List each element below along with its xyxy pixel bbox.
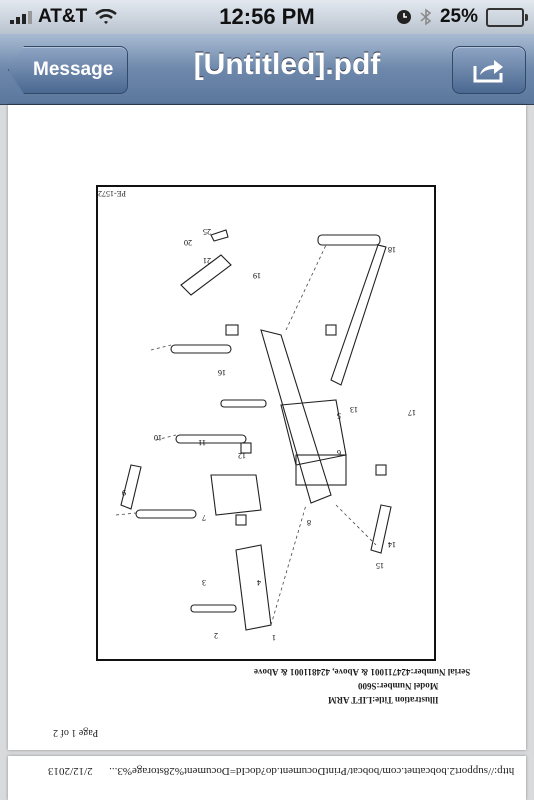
part-number-callout: 13 <box>350 405 358 414</box>
part-number-callout: 15 <box>376 561 384 570</box>
part-number-callout: 18 <box>388 245 396 254</box>
part-number-callout: 1 <box>272 633 276 642</box>
signal-bars-icon <box>10 10 32 24</box>
part-number-callout: 10 <box>154 433 162 442</box>
carrier-group: AT&T <box>10 6 118 28</box>
part-number-callout: 25 <box>203 227 211 236</box>
share-button[interactable] <box>452 46 526 94</box>
part-number-callout: 7 <box>202 513 206 522</box>
part-number-callout: 4 <box>257 578 261 587</box>
footer-date: 2/12/2013 <box>48 765 93 777</box>
wifi-icon <box>95 9 118 24</box>
part-number-callout: 12 <box>238 451 246 460</box>
status-right: 25% <box>396 6 528 28</box>
diagram-frame <box>96 185 436 661</box>
bluetooth-icon <box>420 8 432 26</box>
back-button[interactable]: Message <box>8 46 129 94</box>
navigation-bar: Message [Untitled].pdf <box>0 34 534 105</box>
footer-url: http://support2.bobcatnet.com/bobcat/Pri… <box>109 765 515 777</box>
part-number-callout: 21 <box>203 256 211 265</box>
part-number-callout: 16 <box>218 368 226 377</box>
part-number-callout: 9 <box>122 488 126 497</box>
part-number-callout: 19 <box>253 271 261 280</box>
part-number-callout: 2 <box>214 631 218 640</box>
part-number-callout: 17 <box>408 408 416 417</box>
document-title: [Untitled].pdf <box>193 48 381 81</box>
page-footer: http://support2.bobcatnet.com/bobcat/Pri… <box>48 765 514 777</box>
model-number: Model Number:S600 <box>358 681 439 691</box>
status-bar: AT&T 12:56 PM 25% <box>0 0 534 34</box>
illustration-title: Illustration Title:LIFT ARM <box>328 695 439 705</box>
part-number-callout: 20 <box>184 238 192 247</box>
part-number-callout: 14 <box>388 540 396 549</box>
clock: 12:56 PM <box>219 4 315 29</box>
part-number-callout: 6 <box>337 448 341 457</box>
part-number-callout: 5 <box>337 411 341 420</box>
clock-lock-icon <box>396 10 411 24</box>
carrier-name: AT&T <box>38 6 88 27</box>
part-number-callout: 3 <box>202 578 206 587</box>
battery-icon <box>486 7 528 27</box>
assembly-lines <box>115 244 377 626</box>
battery-percent: 25% <box>439 6 478 27</box>
pdf-page-next: http://support2.bobcatnet.com/bobcat/Pri… <box>8 756 526 800</box>
figure-code: PE-1572 <box>98 189 126 198</box>
page-number-label: Page 1 of 2 <box>53 727 99 738</box>
share-icon <box>473 60 503 83</box>
part-number-callout: 11 <box>198 438 206 447</box>
serial-number: Serial Number:424711001 & Above, 4248110… <box>254 667 471 677</box>
diagram-parts <box>120 229 392 631</box>
part-number-callout: 8 <box>307 518 311 527</box>
